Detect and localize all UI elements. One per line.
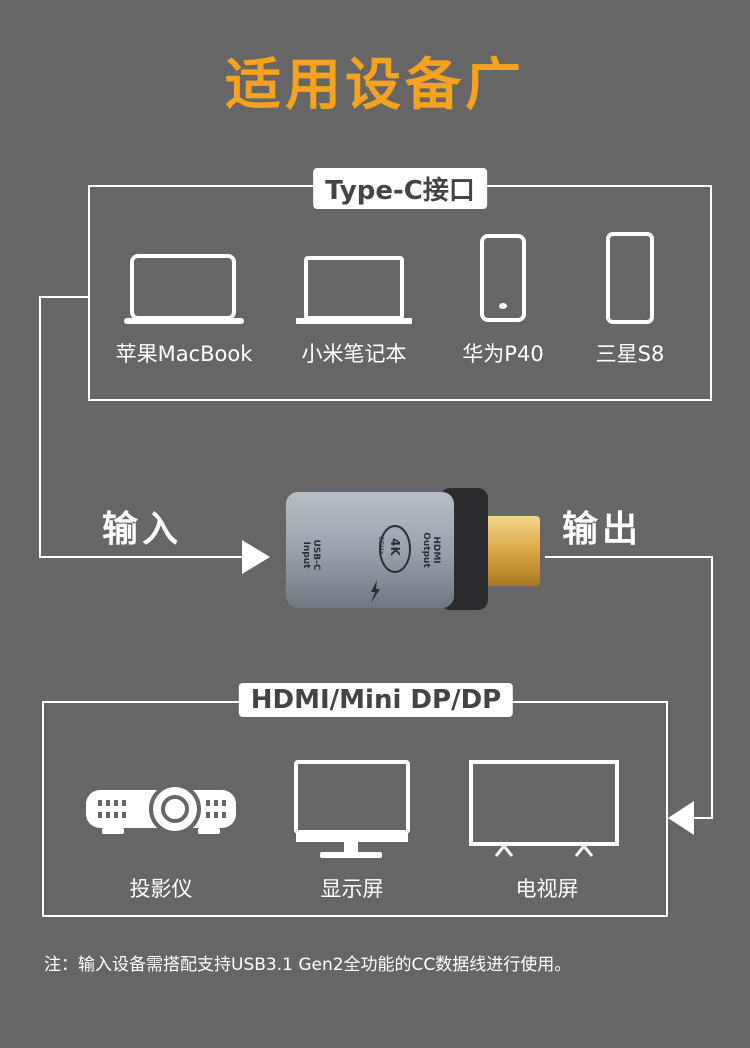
input-flow-line xyxy=(39,296,245,558)
tv-icon xyxy=(469,760,619,857)
device-label-huawei: 华为P40 xyxy=(462,342,544,366)
smartphone-icon xyxy=(480,234,526,322)
laptop-icon xyxy=(296,256,412,324)
device-label-tv: 电视屏 xyxy=(515,877,579,901)
laptop-icon xyxy=(124,254,244,324)
device-label-xiaomi: 小米笔记本 xyxy=(301,342,407,366)
projector-icon xyxy=(86,783,236,835)
input-arrow-icon xyxy=(242,540,270,574)
page-title: 适用设备广 xyxy=(225,53,525,118)
resolution-badge xyxy=(379,525,411,573)
device-label-monitor: 显示屏 xyxy=(320,877,384,901)
device-label-macbook: 苹果MacBook xyxy=(115,342,253,366)
output-arrow-icon xyxy=(668,801,694,835)
device-label-samsung: 三星S8 xyxy=(595,342,665,366)
monitor-icon xyxy=(294,760,410,858)
lightning-icon xyxy=(371,580,380,603)
adapter-body xyxy=(286,492,454,608)
device-label-projector: 投影仪 xyxy=(129,877,193,901)
hdmi-plug xyxy=(482,516,540,586)
smartphone-icon xyxy=(606,232,654,324)
output-flow-line xyxy=(545,556,713,819)
output-group-label: HDMI/Mini DP/DP xyxy=(238,683,514,717)
output-flow-label: 输出 xyxy=(562,509,643,550)
usage-note: 注：输入设备需搭配支持USB3.1 Gen2全功能的CC数据线进行使用。 xyxy=(44,955,572,975)
input-group-label: Type-C接口 xyxy=(313,168,487,209)
input-flow-label: 输入 xyxy=(102,509,183,550)
